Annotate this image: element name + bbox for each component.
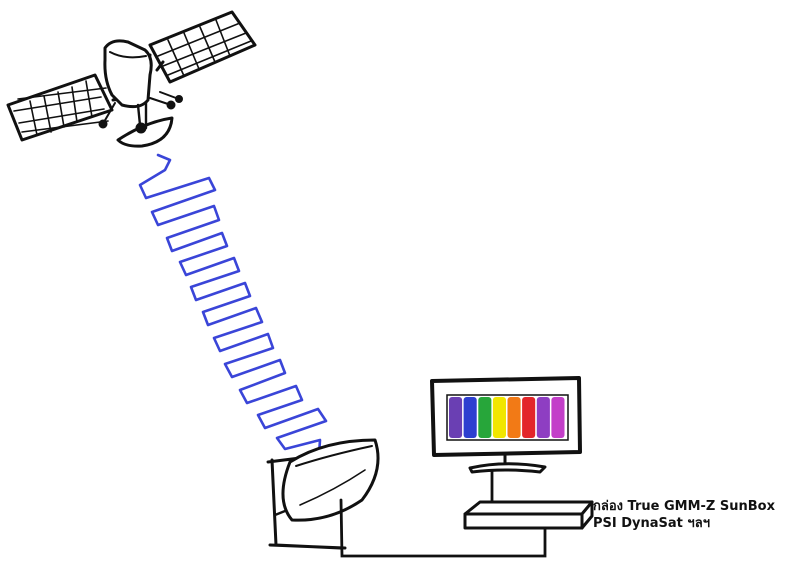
signal-wave-path — [140, 155, 326, 470]
dish-reflector — [283, 440, 378, 520]
tv-color-bar — [522, 397, 535, 438]
satellite-body — [105, 41, 151, 107]
caption-line-1: กล่อง True GMM-Z SunBox — [593, 498, 775, 515]
satellite-icon — [8, 12, 255, 146]
signal-wave-icon — [140, 155, 326, 470]
television-icon — [432, 378, 580, 472]
caption-line-2: PSI DynaSat ฯลฯ — [593, 515, 775, 532]
tv-stand — [470, 455, 545, 472]
satellite-dish-icon — [268, 440, 378, 548]
tv-color-bar — [537, 397, 550, 438]
tv-color-bar — [478, 397, 491, 438]
tv-color-bar — [508, 397, 521, 438]
tv-color-bar — [493, 397, 506, 438]
tv-color-bar — [464, 397, 477, 438]
tv-color-bar — [551, 397, 564, 438]
receiver-brands-caption: กล่อง True GMM-Z SunBox PSI DynaSat ฯลฯ — [593, 498, 775, 532]
receiver-box-icon — [465, 502, 592, 528]
tv-color-bar — [449, 397, 462, 438]
tv-screen — [447, 395, 568, 440]
satellite-left-panel — [8, 75, 112, 140]
satellite-right-panel — [150, 12, 255, 82]
